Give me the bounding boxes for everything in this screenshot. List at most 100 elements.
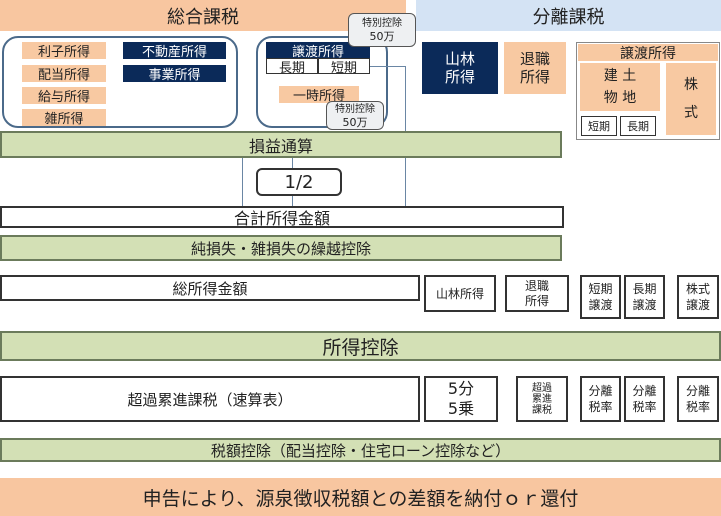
shinkoku-result-label: 申告により、源泉徴収税額との差額を納付ｏｒ還付: [142, 487, 579, 510]
tanki-joto-line1: 短期: [588, 282, 613, 296]
fraction-half-label: 1/2: [284, 171, 314, 193]
sogo-income-group-right: [256, 36, 388, 128]
bunri-rate-3-line2: 税率: [685, 400, 710, 414]
kyuyo-income-label: 給与所得: [37, 90, 90, 105]
connector-line: [242, 158, 243, 206]
bunri-joto-header: 譲渡所得: [578, 44, 718, 62]
choki-joto-line1: 長期: [632, 282, 657, 296]
sanrin-income-top: 山林 所得: [422, 42, 498, 94]
sanrin-box-label: 山林所得: [435, 287, 484, 301]
tokubetsu-kojo-callout-top: 特別控除 50万: [348, 13, 416, 47]
fraction-half-box: 1/2: [256, 168, 342, 196]
joto-choki-label: 長期: [278, 60, 305, 76]
joto-income: 譲渡所得: [266, 42, 370, 60]
kabushiki-line2: 式: [684, 105, 698, 121]
bunri-tanki-top-label: 短期: [588, 120, 610, 133]
connector-line: [292, 194, 293, 206]
haito-income: 配当所得: [22, 65, 106, 83]
rishi-income-label: 利子所得: [37, 45, 90, 60]
taishoku-income-top: 退職 所得: [504, 42, 566, 94]
taishoku-top-line2: 所得: [519, 68, 550, 86]
bunri-rate-2-line2: 税率: [632, 400, 657, 414]
gobun-line2: 5乗: [447, 399, 475, 418]
sogo-income-group-left: [2, 36, 238, 128]
fudosan-income: 不動産所得: [123, 42, 226, 60]
jigyo-income: 事業所得: [123, 65, 226, 83]
choka-ruishin-label: 超過累進課税（速算表）: [127, 390, 293, 409]
gokei-shotoku-bar: 合計所得金額: [0, 206, 564, 228]
zeigaku-kojo-label: 税額控除（配当控除・住宅ローン控除など）: [210, 441, 511, 460]
connector-line: [292, 158, 293, 168]
haito-income-label: 配当所得: [37, 68, 90, 83]
bunri-zeiritsu-box-1: 分離 税率: [580, 376, 621, 422]
kabushiki-line1: 株: [684, 77, 698, 93]
sanrin-top-line1: 山林: [444, 50, 475, 68]
bunri-kazei-label: 分離課税: [532, 6, 605, 28]
kabushiki-top: 株 式: [666, 63, 716, 135]
zeigaku-kojo-bar: 税額控除（配当控除・住宅ローン控除など）: [0, 438, 721, 462]
bunri-rate-2-line1: 分離: [632, 384, 657, 398]
tokubetsu-kojo-callout-mid: 特別控除 50万: [326, 101, 384, 130]
soneki-tsusan-label: 損益通算: [248, 136, 313, 156]
bunri-joto-header-label: 譲渡所得: [620, 45, 676, 62]
choka-ruishin-box: 超過累進課税（速算表）: [0, 376, 420, 422]
bunri-rate-1-line1: 分離: [588, 384, 613, 398]
soneki-tsusan-bar: 損益通算: [0, 131, 562, 158]
gokei-shotoku-label: 合計所得金額: [233, 209, 330, 228]
sanrin-income-box: 山林所得: [424, 275, 496, 312]
bunri-rate-1-line2: 税率: [588, 400, 613, 414]
tanki-joto-box: 短期 譲渡: [580, 275, 621, 319]
joto-tanki: 短期: [318, 58, 370, 76]
bunri-rate-3-line1: 分離: [685, 384, 710, 398]
sanrin-top-line2: 所得: [444, 68, 475, 86]
tanki-joto-line2: 譲渡: [588, 298, 613, 312]
callout-top-line1: 特別控除: [362, 18, 402, 29]
zatsu-income-label: 雑所得: [44, 112, 84, 127]
bunri-choki-top: 長期: [620, 116, 656, 136]
sosho-tokukingaku-box: 総所得金額: [0, 275, 420, 301]
tatemono-line1: 建 土: [603, 68, 637, 84]
bunri-zeiritsu-box-3: 分離 税率: [677, 376, 719, 422]
sosho-label: 総所得金額: [172, 279, 248, 298]
sogo-kazei-header: 総合課税: [0, 0, 406, 31]
bunri-zeiritsu-box-2: 分離 税率: [624, 376, 665, 422]
gobun-line1: 5分: [447, 379, 475, 398]
callout-top-line2: 50万: [369, 30, 395, 43]
shinkoku-result-bar: 申告により、源泉徴収税額との差額を納付ｏｒ還付: [0, 478, 721, 516]
rishi-income: 利子所得: [22, 42, 106, 60]
zatsu-income: 雑所得: [22, 109, 106, 127]
bunri-tanki-top: 短期: [581, 116, 617, 136]
kabu-joto-line1: 株式: [685, 282, 710, 296]
choka-small-label: 超過累進課税: [532, 382, 552, 416]
taishoku-box-line2: 所得: [524, 293, 549, 308]
kabu-joto-box: 株式 譲渡: [677, 275, 719, 319]
jigyo-income-label: 事業所得: [148, 68, 201, 83]
tatemono-line2: 物 地: [603, 90, 637, 106]
kurikoshi-kojo-bar: 純損失・雑損失の繰越控除: [0, 235, 562, 261]
callout-mid-line2: 50万: [342, 115, 368, 129]
sogo-kazei-label: 総合課税: [167, 6, 239, 28]
tatemono-tochi: 建 土 物 地: [580, 63, 660, 111]
fudosan-income-label: 不動産所得: [141, 45, 207, 60]
bunri-kazei-header: 分離課税: [416, 0, 721, 31]
taishoku-income-box: 退職 所得: [505, 275, 569, 312]
kabu-joto-line2: 譲渡: [685, 298, 710, 312]
ichiji-income-label: 一時所得: [292, 89, 345, 104]
kurikoshi-kojo-label: 純損失・雑損失の繰越控除: [190, 239, 371, 258]
gobun-gojo-box: 5分 5乗: [424, 376, 498, 422]
bunri-joto-group: [576, 42, 720, 140]
choki-joto-box: 長期 譲渡: [624, 275, 665, 319]
shotoku-kojo-label: 所得控除: [322, 336, 399, 359]
taishoku-box-line1: 退職: [524, 278, 549, 293]
bunri-choki-top-label: 長期: [627, 120, 649, 133]
kyuyo-income: 給与所得: [22, 87, 106, 105]
callout-mid-line1: 特別控除: [335, 103, 375, 115]
joto-tanki-label: 短期: [330, 60, 357, 76]
shotoku-kojo-bar: 所得控除: [0, 331, 721, 361]
taishoku-top-line1: 退職: [519, 50, 550, 68]
ichiji-income: 一時所得: [279, 86, 359, 104]
choka-ruishin-small-box: 超過累進課税: [516, 376, 568, 422]
connector-line: [370, 66, 405, 67]
joto-income-label: 譲渡所得: [291, 44, 344, 60]
choki-joto-line2: 譲渡: [632, 298, 657, 312]
